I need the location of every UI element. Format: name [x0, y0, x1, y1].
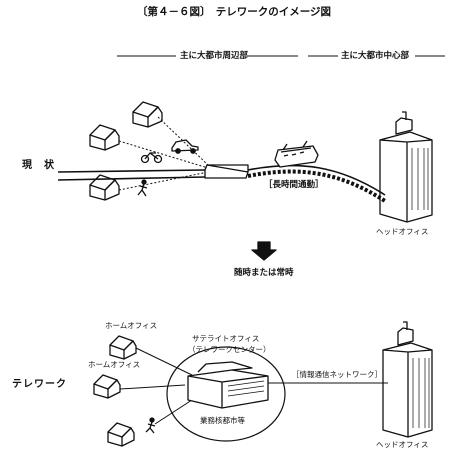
road — [57, 164, 387, 203]
suburb-header: 主に大都市周辺部 — [180, 51, 249, 61]
house-icon — [89, 174, 120, 201]
center-header: 主に大都市中心部 — [341, 51, 410, 61]
bicycle-icon — [140, 152, 163, 164]
home-office-label: ホームオフィス — [105, 321, 158, 330]
telework-connections — [119, 347, 388, 425]
core-city-circle — [166, 346, 286, 442]
transition-label: 随時または常時 — [234, 268, 294, 278]
home-office-label: ホームオフィス — [88, 360, 141, 369]
head-office-label: ヘッドオフィス — [376, 227, 429, 236]
office-building-icon — [382, 321, 433, 438]
network-label: ［情報通信ネットワーク］ — [292, 370, 382, 379]
head-office-label: ヘッドオフィス — [376, 440, 429, 449]
figure-title: 〔第４－６図〕 テレワークのイメージ図 — [136, 6, 332, 18]
satellite-office-sublabel: （テレワークセンター） — [188, 345, 271, 354]
current-section-label: 現 状 — [22, 160, 55, 171]
walker-icon — [145, 417, 156, 434]
telework-section-label: テレワーク — [12, 379, 67, 390]
down-arrow-icon — [251, 241, 277, 261]
car-icon — [171, 139, 199, 154]
commute-dotted-lines — [118, 116, 209, 191]
commute-label: ［長時間通勤］ — [264, 180, 324, 190]
house-icon — [109, 335, 137, 360]
house-icon — [89, 124, 120, 151]
house-icon — [132, 101, 163, 128]
satellite-office-label: サテライトオフィス — [192, 334, 260, 343]
satellite-office-icon — [187, 361, 269, 409]
train-icon — [274, 140, 319, 168]
walker-icon — [137, 179, 148, 197]
office-building-icon — [379, 111, 433, 223]
house-icon — [107, 422, 135, 447]
core-city-label: 業務核都市等 — [200, 416, 245, 425]
house-icon — [93, 374, 121, 399]
